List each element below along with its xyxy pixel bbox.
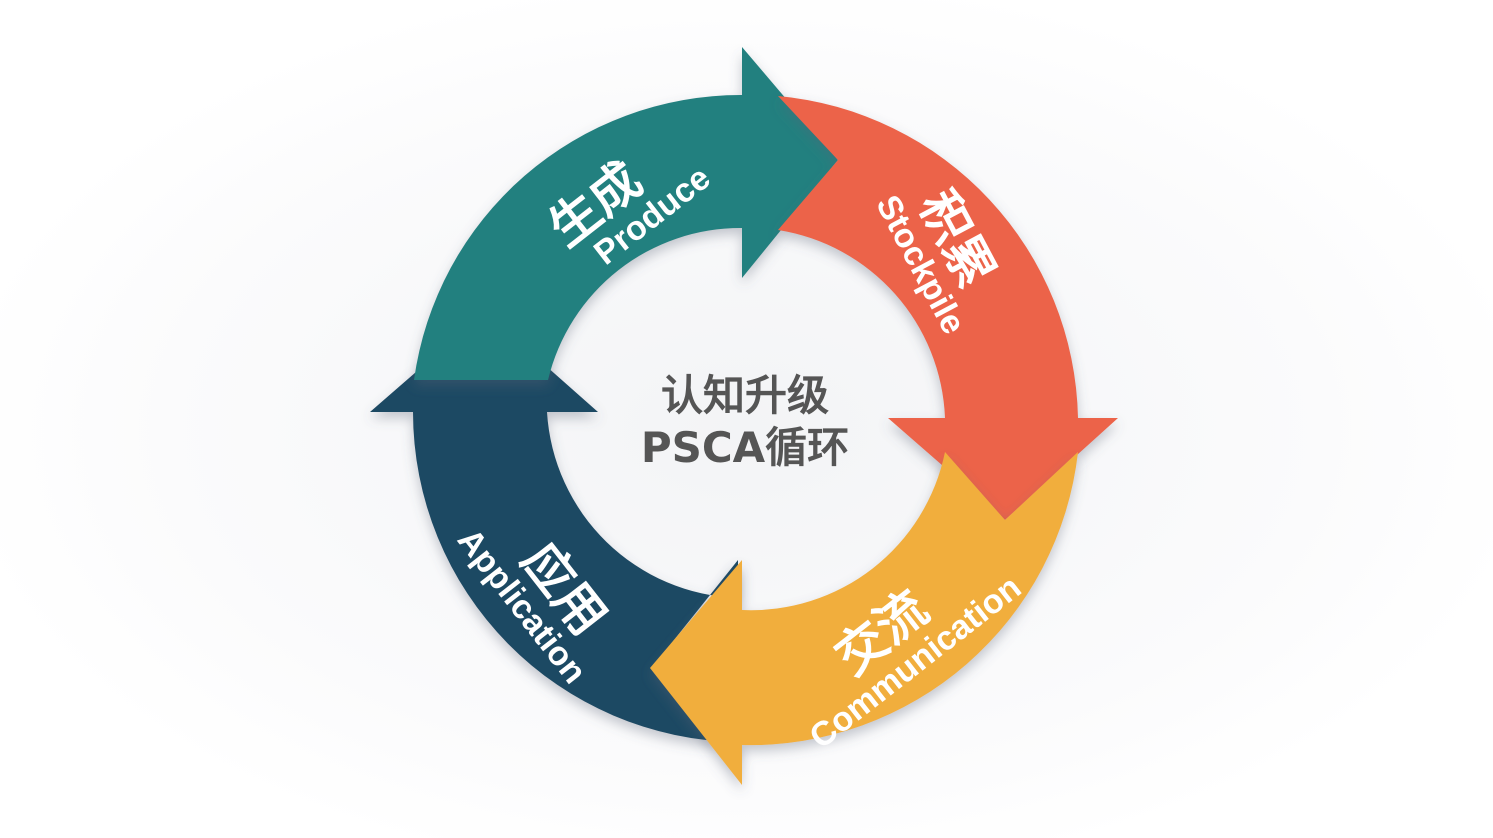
stockpile-arrow-shape xyxy=(778,96,1118,520)
stockpile-arrow xyxy=(778,96,1118,520)
communication-arrow-shape xyxy=(650,452,1078,785)
application-arrow xyxy=(370,312,738,760)
produce-arrow-shape xyxy=(414,47,838,380)
center-title-line1: 认知升级 xyxy=(661,371,829,420)
center-title-line2: PSCA循环 xyxy=(641,423,849,472)
application-arrow-shape xyxy=(370,312,738,760)
produce-arrow xyxy=(414,47,838,380)
communication-arrow xyxy=(650,452,1078,785)
